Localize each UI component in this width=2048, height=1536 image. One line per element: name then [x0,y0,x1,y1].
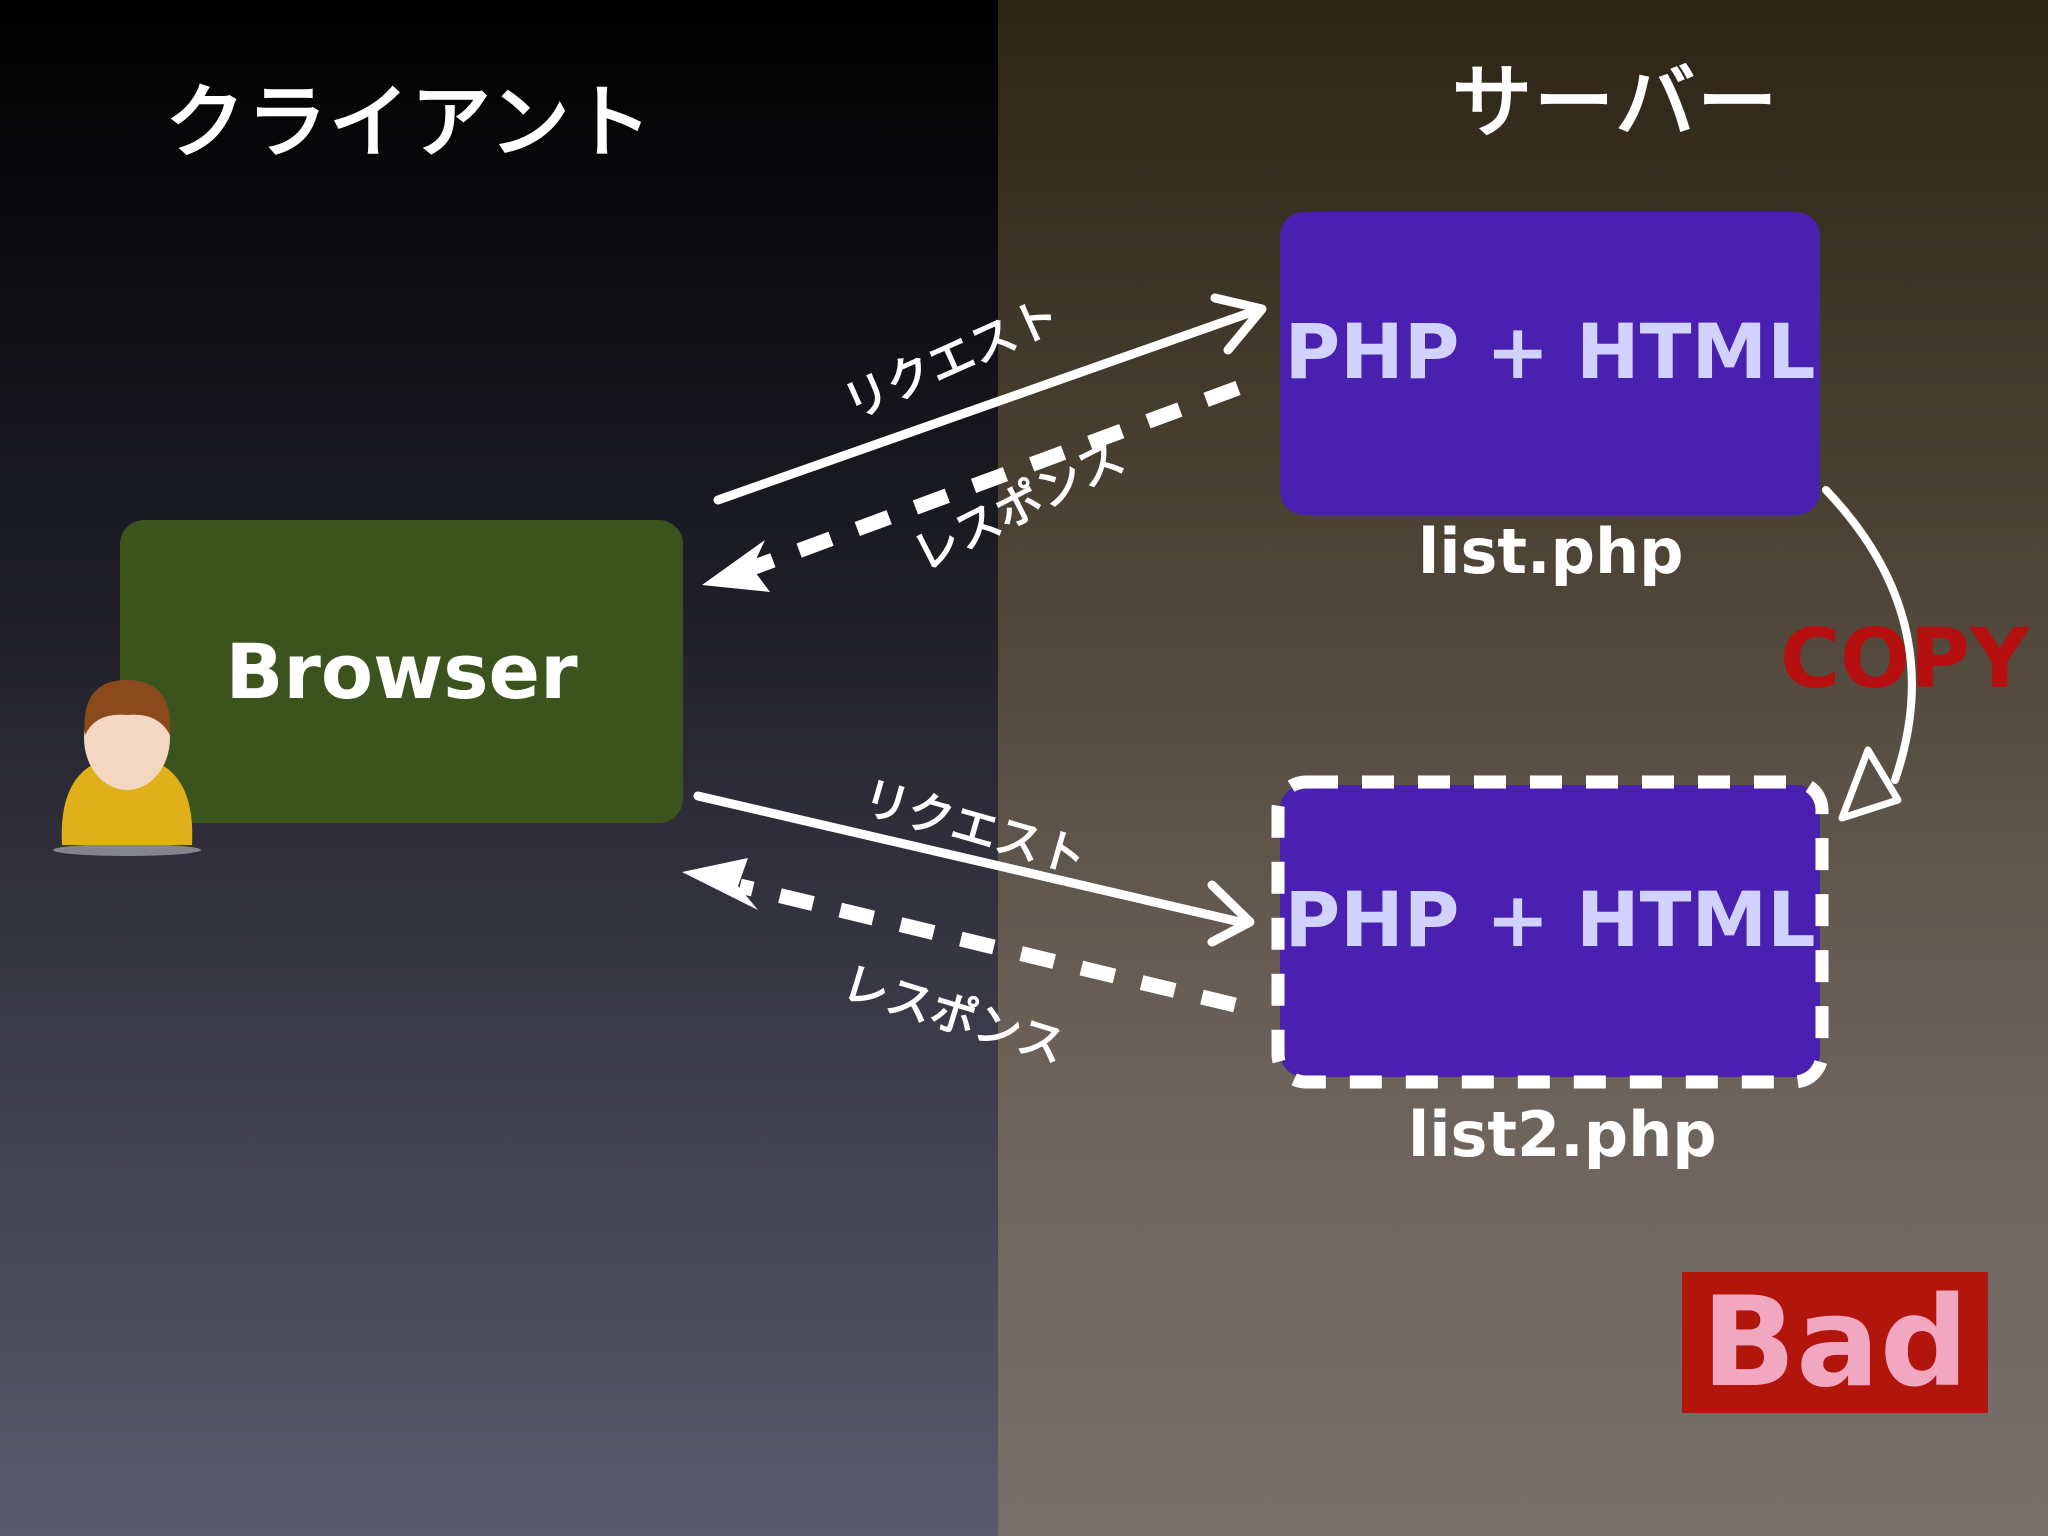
filename-list2-php: list2.php [1408,1098,1717,1171]
request-arrow-2 [693,791,1255,947]
php-html-label-2: PHP + HTML [1284,875,1816,964]
browser-label: Browser [225,627,578,716]
bad-badge-text: Bad [1701,1270,1969,1415]
copy-arrow [1822,486,1916,822]
response-arrow-1 [702,380,1241,592]
bad-badge: Bad [1682,1270,1988,1415]
copy-label: COPY [1780,612,2030,707]
php-html-box-list2: PHP + HTML [1280,785,1820,1077]
filename-list-php: list.php [1418,515,1684,588]
request-arrow-1 [713,293,1267,505]
response-arrow-2 [682,858,1237,1013]
browser-box: Browser [120,520,683,823]
php-html-box-list: PHP + HTML [1280,212,1820,515]
copied-file-dashed-border [1271,775,1829,1089]
user-icon [53,680,201,856]
client-title: クライアント [165,76,654,169]
php-html-label-1: PHP + HTML [1284,307,1816,396]
server-title: サーバー [1452,56,1780,149]
